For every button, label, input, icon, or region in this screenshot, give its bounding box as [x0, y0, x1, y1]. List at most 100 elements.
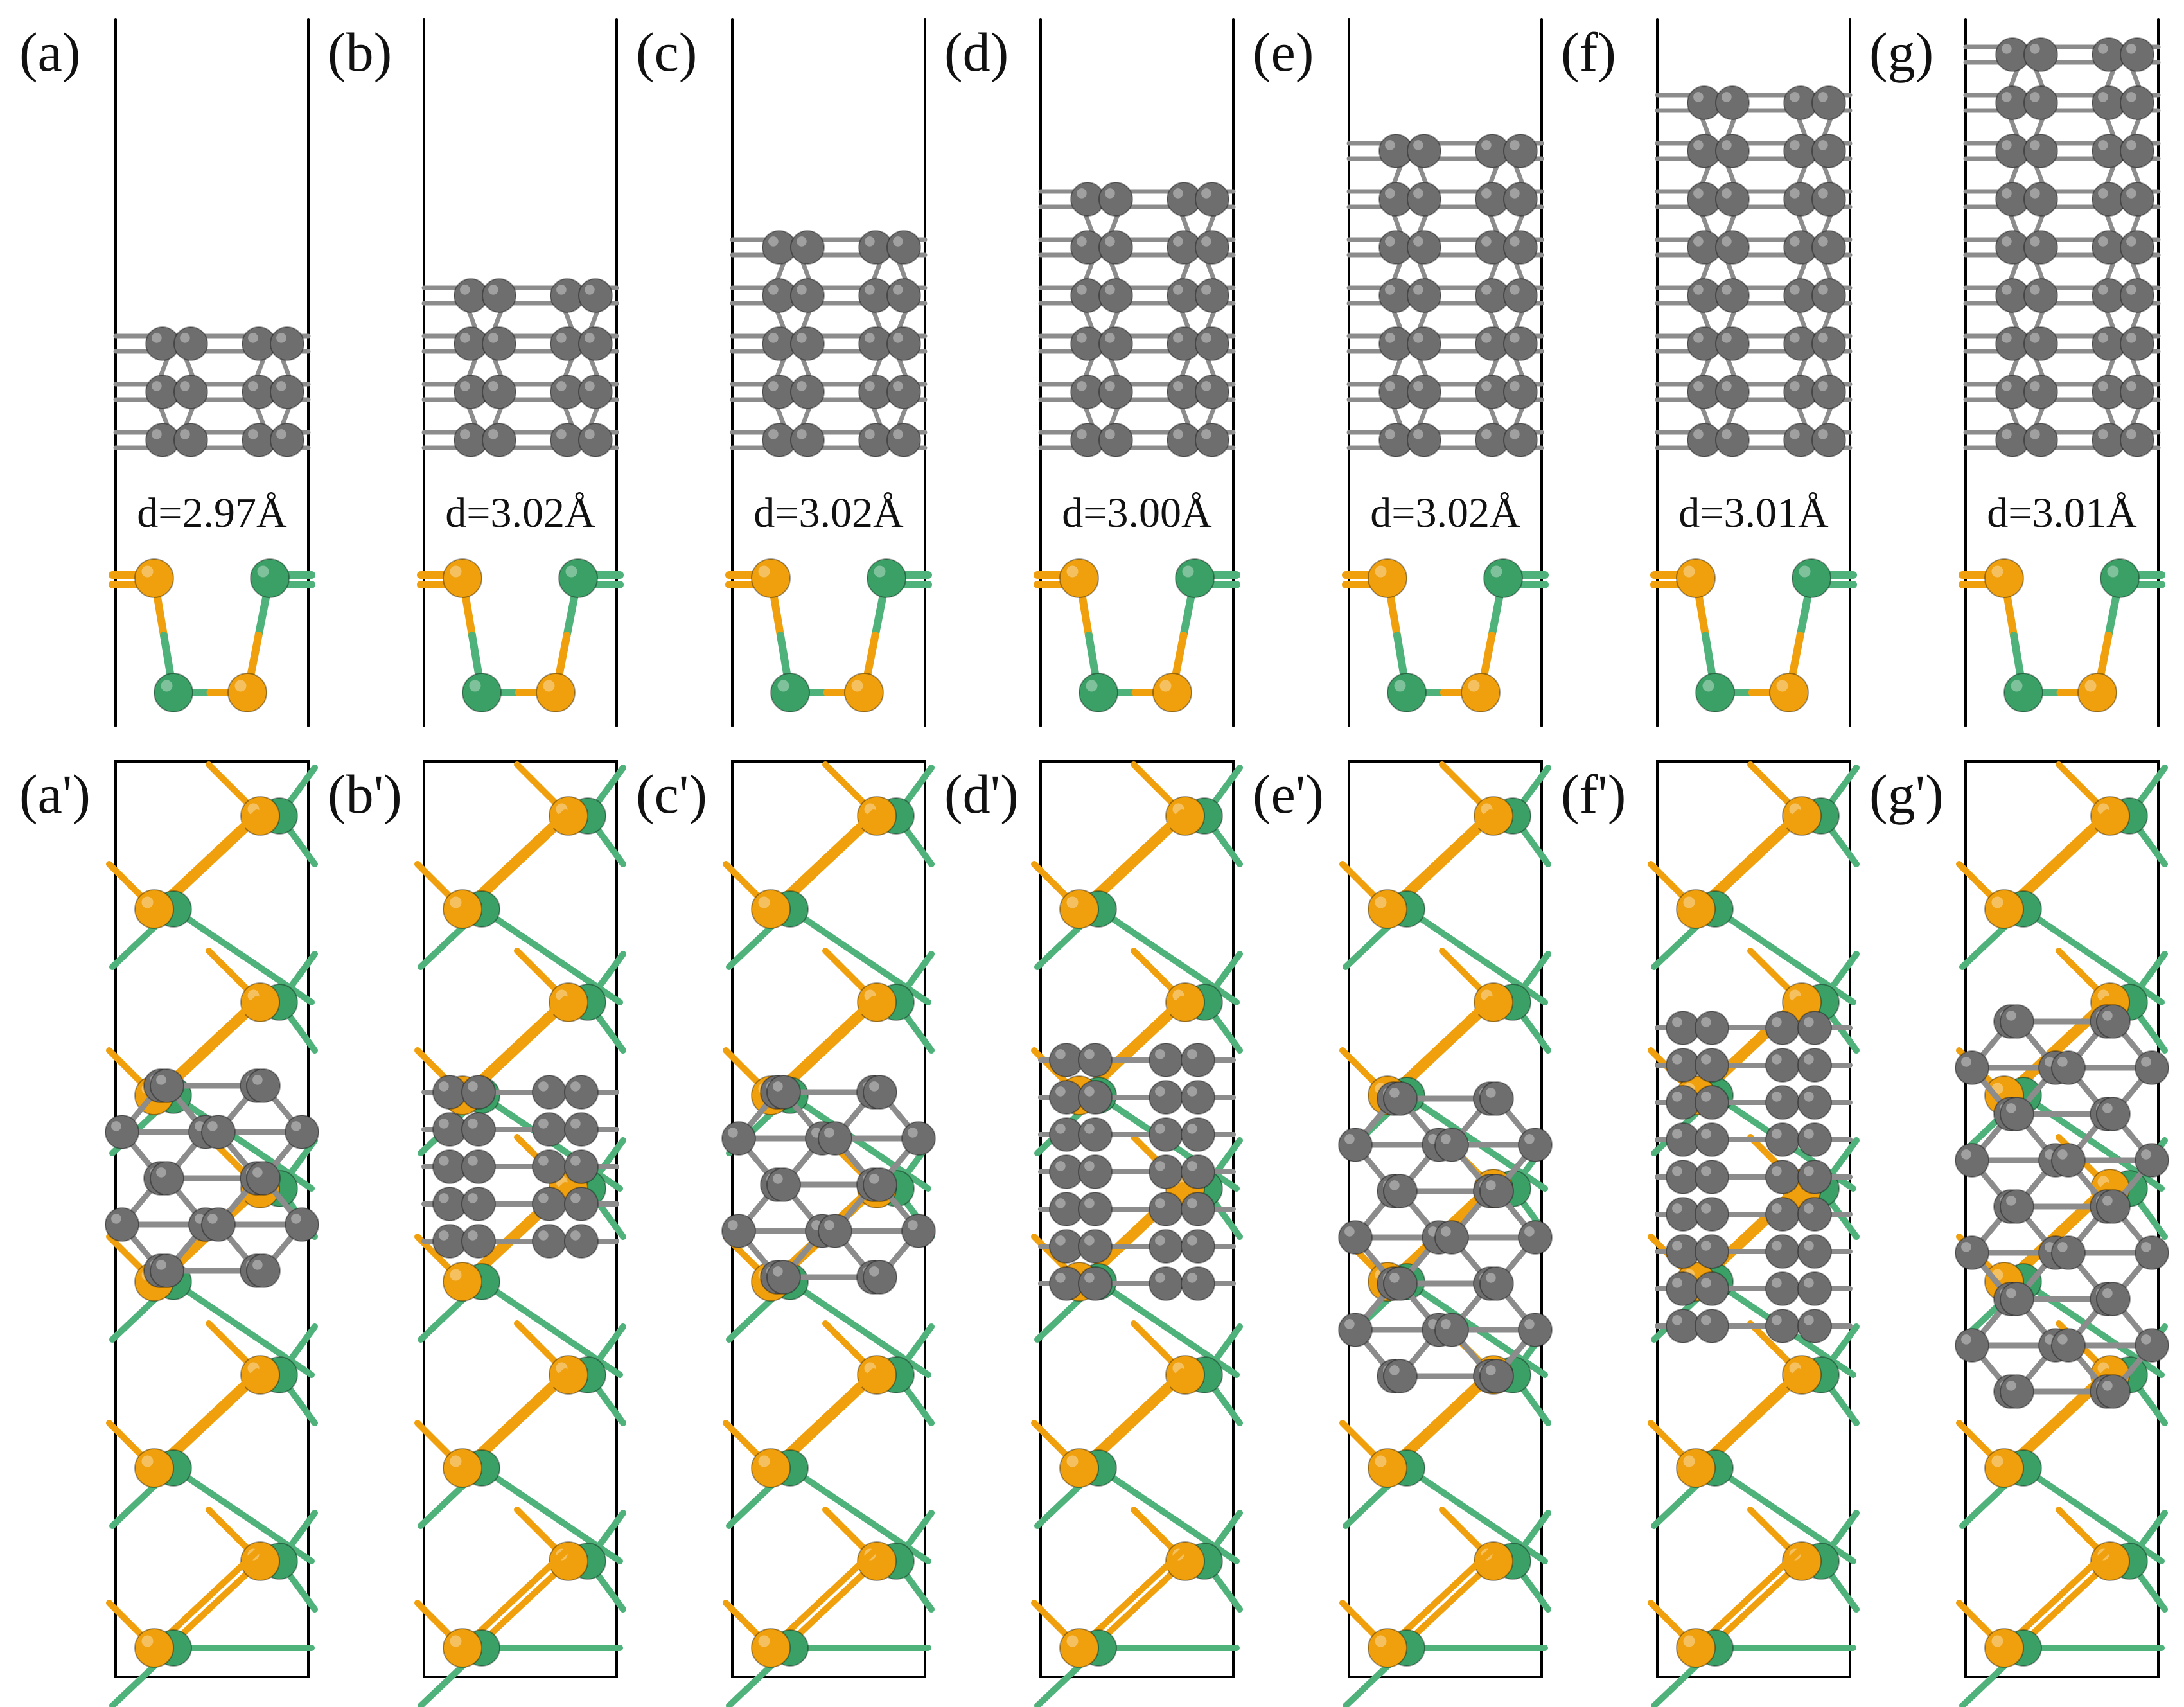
carbon-atom	[270, 423, 304, 457]
carbon-atom	[2023, 423, 2058, 457]
carbon-atom	[105, 1115, 139, 1149]
carbon-atom	[1149, 1229, 1183, 1264]
carbon-atom	[1407, 278, 1441, 313]
carbon-atom	[285, 1115, 319, 1149]
carbon-atom	[150, 1161, 184, 1196]
carbon-atom	[461, 1224, 496, 1259]
orange-atom	[1474, 982, 1513, 1022]
carbon-atom	[482, 278, 516, 313]
carbon-atom	[1195, 278, 1229, 313]
carbon-atom	[2023, 85, 2058, 120]
carbon-atom	[2120, 182, 2154, 217]
carbon-atom	[1407, 375, 1441, 409]
interlayer-distance-label: d=3.01Å	[1678, 490, 1829, 536]
interlayer-distance-label: d=3.02Å	[753, 490, 904, 536]
carbon-atom	[1149, 1043, 1183, 1077]
orange-atom	[1769, 673, 1809, 712]
orange-atom	[549, 982, 588, 1022]
carbon-atom	[2135, 1050, 2169, 1085]
carbon-atom	[1338, 1220, 1373, 1255]
orange-atom	[1676, 1448, 1716, 1488]
carbon-atom	[1765, 1085, 1800, 1120]
green-atom	[1175, 558, 1215, 598]
panel-label: (a')	[19, 763, 91, 825]
carbon-atom	[2000, 1374, 2034, 1409]
carbon-atom	[1181, 1192, 1215, 1226]
carbon-atom	[2023, 182, 2058, 217]
orange-atom	[1474, 1541, 1513, 1581]
carbon-atom	[1518, 1128, 1553, 1162]
carbon-atom	[2120, 423, 2154, 457]
carbon-atom	[578, 278, 613, 313]
orange-atom	[240, 796, 280, 836]
carbon-atom	[1434, 1220, 1469, 1255]
carbon-atom	[2000, 1097, 2034, 1131]
side-view-panel: d=3.02Å(b)	[328, 18, 624, 727]
carbon-atom	[1195, 326, 1229, 361]
carbon-atom	[1195, 230, 1229, 265]
carbon-atom	[886, 230, 921, 265]
top-view-panel: (c')	[636, 760, 936, 1707]
carbon-atom	[1715, 134, 1750, 168]
carbon-atom	[1765, 1309, 1800, 1343]
carbon-atom	[2023, 230, 2058, 265]
carbon-atom	[246, 1161, 281, 1196]
orange-atom	[134, 889, 174, 929]
carbon-atom	[246, 1253, 281, 1288]
orange-atom	[443, 1448, 482, 1488]
carbon-atom	[173, 375, 208, 409]
carbon-atom	[2096, 1097, 2131, 1131]
carbon-atom	[1797, 1122, 1832, 1157]
side-view-panel: d=3.00Å(d)	[944, 18, 1240, 727]
panel-label: (e')	[1253, 763, 1324, 825]
green-atom	[1387, 673, 1427, 712]
carbon-atom	[1407, 134, 1441, 168]
interlayer-distance-label: d=3.00Å	[1062, 490, 1212, 536]
carbon-atom	[2135, 1235, 2169, 1270]
green-atom	[1079, 673, 1118, 712]
carbon-atom	[1797, 1085, 1832, 1120]
carbon-atom	[886, 278, 921, 313]
carbon-atom	[1098, 423, 1133, 457]
carbon-atom	[1503, 182, 1538, 217]
carbon-atom	[1518, 1220, 1553, 1255]
top-view-row: (a')(b')(c')(d')(e')(f')(g')	[19, 760, 2169, 1707]
green-atom	[2003, 673, 2043, 712]
orange-atom	[1368, 1628, 1407, 1668]
carbon-atom	[1503, 326, 1538, 361]
orange-atom	[751, 1628, 791, 1668]
carbon-atom	[2120, 134, 2154, 168]
carbon-atom	[1078, 1043, 1113, 1077]
carbon-atom	[482, 423, 516, 457]
side-view-panel: d=2.97Å(a)	[19, 18, 315, 727]
carbon-atom	[1195, 182, 1229, 217]
orange-atom	[443, 889, 482, 929]
carbon-atom	[886, 423, 921, 457]
carbon-atom	[1715, 278, 1750, 313]
orange-atom	[549, 796, 588, 836]
carbon-atom	[1098, 182, 1133, 217]
carbon-atom	[1098, 375, 1133, 409]
green-atom	[867, 558, 906, 598]
carbon-atom	[2120, 85, 2154, 120]
carbon-atom	[1407, 230, 1441, 265]
carbon-atom	[1149, 1192, 1183, 1226]
carbon-atom	[1797, 1197, 1832, 1232]
carbon-atom	[1078, 1192, 1113, 1226]
carbon-atom	[150, 1068, 184, 1103]
carbon-atom	[1955, 1050, 1989, 1085]
carbon-atom	[564, 1149, 599, 1184]
orange-atom	[1984, 1628, 2024, 1668]
carbon-atom	[818, 1121, 852, 1156]
interlayer-distance-label: d=3.02Å	[445, 490, 595, 536]
carbon-atom	[201, 1207, 236, 1242]
carbon-atom	[818, 1214, 852, 1248]
carbon-atom	[1715, 423, 1750, 457]
green-atom	[770, 673, 810, 712]
carbon-atom	[2120, 326, 2154, 361]
carbon-atom	[1098, 326, 1133, 361]
carbon-atom	[532, 1187, 567, 1221]
carbon-atom	[578, 326, 613, 361]
carbon-atom	[1715, 230, 1750, 265]
carbon-atom	[1181, 1043, 1215, 1077]
